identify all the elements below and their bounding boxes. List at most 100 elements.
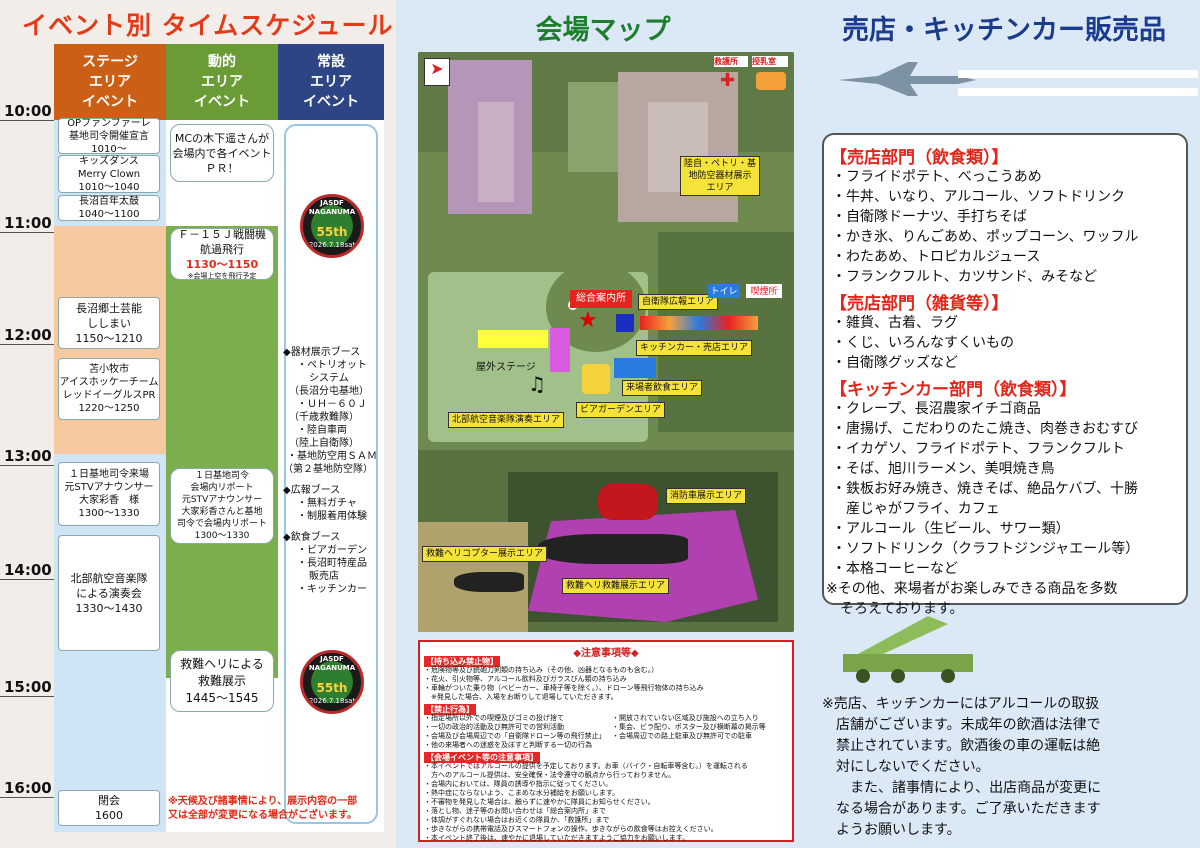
permanent-header-text: 常設 エリア イベント [303, 54, 359, 110]
time-tick [0, 344, 54, 345]
band-area-label: 北部航空音楽隊演奏エリア [448, 412, 565, 428]
perm-item: システム [309, 373, 349, 384]
schedule-panel: イベント別 タイムスケジュール ステージ エリア イベント 動的 エリア イベン… [0, 0, 398, 848]
event-time: 1010～1040 [78, 181, 140, 193]
dynamic-event-rescue: 救難ヘリによる 救難展示 1445～1545 [170, 650, 274, 712]
sale-item: ・クレープ、長沼農家イチゴ商品 [832, 401, 1041, 417]
event-line: 大家彩香さんと基地 [181, 507, 263, 517]
event-time: 1150～1210 [75, 331, 143, 345]
note-line: ・会場周辺での路上駐車及び無許可での駐車 [612, 732, 752, 740]
map-building [478, 102, 514, 202]
logo-inner [311, 205, 353, 247]
sale-item: ・ソフトドリンク（クラフトジンジャエール等） [832, 541, 1140, 557]
event-line: アイスホッケーチーム [59, 377, 159, 388]
event-time: 1445～1545 [185, 690, 259, 705]
sale-item: ・くじ、いろんなすくいもの [832, 335, 1014, 351]
sale-item: ・そば、旭川ラーメン、美唄焼き鳥 [832, 461, 1055, 477]
notice-line: ※売店、キッチンカーにはアルコールの取扱 [822, 696, 1100, 712]
event-line: 司令で会場内リポート [176, 519, 267, 529]
sale-item: ・アルコール（生ビール、サワー類） [832, 521, 1070, 537]
dynamic-event-report: １日基地司令 会場内リポート 元STVアナウンサー 大家彩香さんと基地 司令で会… [170, 468, 274, 544]
sale-item: ・鉄板お好み焼き、焼きそば、絶品ケバブ、十勝 [832, 481, 1139, 497]
section-heading: 【売店部門（雑貨等）】 [830, 294, 1009, 314]
note-line: ・危険物等及び銃砲刀剣類の持ち込み（その他、凶器となるものも含む。） [424, 666, 659, 674]
stage-event-opening: OPファンファーレ 基地司令開催宣言 1010～ [58, 117, 160, 155]
event-line: OPファンファーレ [67, 117, 151, 129]
event-line: による演奏会 [76, 586, 142, 600]
time-tick [0, 232, 54, 233]
event-line: ＰＲ！ [205, 161, 239, 175]
note-line: ・会場及び会場周辺での「自衛隊ドローン等の飛行禁止」 [424, 732, 606, 740]
event-time: 1600 [95, 809, 123, 822]
event-note: ※会場上空を飛行予定 [187, 272, 257, 280]
stage-event-commander: １日基地司令来場 元STVアナウンサー 大家彩香 様 1300～1330 [58, 462, 160, 526]
stage-marker [478, 330, 548, 348]
stall-row [640, 316, 758, 330]
event-line: キッズダンス [79, 155, 139, 167]
event-line: 航過飛行 [200, 243, 244, 256]
first-aid-label: 救護所 [714, 56, 748, 67]
note-line: ・花火、引火物等、アルコール飲料及びガラスびん類の持ち込み [424, 675, 627, 683]
event-line: Ｆ－１５Ｊ戦闘機 [178, 228, 266, 241]
perm-item: （陸上自衛隊） [289, 438, 359, 449]
sale-item: ・自衛隊グッズなど [832, 355, 958, 371]
time-tick [0, 579, 54, 580]
note-line: ・車輪がついた乗り物（ベビーカー、車椅子等を除く。）、ドローン等飛行物体の持ち込… [424, 684, 704, 692]
note-line: ・熱中症にならないよう、こまめな水分補給をお願いします。 [424, 789, 620, 797]
event-line: 救難ヘリによる [180, 656, 264, 671]
stage-event-band: 北部航空音楽隊 による演奏会 1330～1430 [58, 535, 160, 651]
smoking-label: 喫煙所 [746, 284, 782, 298]
event-line: 基地司令開催宣言 [69, 130, 149, 142]
event-time: 1130～1150 [185, 258, 259, 271]
logo-number: 55th [316, 225, 348, 239]
note-line: ・歩きながらの携帯電話及びスマートフォンの操作、歩きながらの飲食等はお控えくださ… [424, 825, 718, 833]
stage-event-taiko: 長沼百年太鼓 1040～1100 [58, 195, 160, 221]
notice-line: なる場合があります。ご了承いただきます [822, 801, 1101, 817]
sale-item: ・牛丼、いなり、アルコール、ソフトドリンク [832, 189, 1126, 205]
event-line: レッドイーグルスPR [62, 390, 156, 401]
event-time: 1010～ [91, 143, 127, 155]
note-line: ・本イベントではアルコールの提供を予定しております。お車（バイク・自転車等含む。… [424, 762, 748, 770]
dynamic-header-text: 動的 エリア イベント [194, 54, 250, 110]
perm-item: （千歳救難隊） [289, 412, 359, 423]
dynamic-event-f15: Ｆ－１５Ｊ戦闘機 航過飛行 1130～1150 ※会場上空を飛行予定 [170, 228, 274, 280]
time-tick [0, 696, 54, 697]
sale-item: 産じゃがフライ、カフェ [832, 501, 1000, 517]
sale-item: ・フライドポテト、べっこうあめ [832, 169, 1042, 185]
sales-panel: 売店・キッチンカー販売品 【売店部門（飲食類）】 ・フライドポテト、べっこうあめ… [808, 0, 1200, 848]
logo-mid-text: NAGANUMA [308, 664, 356, 672]
time-label: 11:00 [4, 214, 52, 232]
sale-item: ・かき氷、りんごあめ、ポップコーン、ワッフル [832, 229, 1139, 245]
permanent-area-header: 常設 エリア イベント [278, 44, 384, 120]
note-line: ※発見した場合、入場をお断りして退場していただきます。 [424, 693, 618, 701]
time-label: 12:00 [4, 326, 52, 344]
event-time: 1040～1100 [78, 209, 140, 220]
time-tick [0, 120, 54, 121]
nursing-icon [756, 72, 786, 90]
missile-launcher-icon [838, 614, 988, 684]
event-line: １日基地司令来場 [69, 469, 149, 480]
venue-map[interactable]: ➤ 救護所 授乳室 ✚ 陸自・ペトリ・基 地防空器材展示 エリア 総合案内所 自… [418, 52, 794, 632]
dynamic-column-bg [166, 226, 278, 678]
event-line: 長沼郷土芸能 [76, 301, 142, 315]
event-line: 元STVアナウンサー [64, 482, 154, 493]
notes-heading: 【持ち込み禁止物】 [424, 656, 500, 667]
logo-date: 2026.7.18sat [308, 697, 356, 705]
perm-item: （第２基地防空隊） [283, 464, 373, 475]
note-line: ・開放されていない区域及び施設への立ち入り [612, 714, 759, 722]
music-icon: ♫ [528, 372, 546, 396]
note-line: ・本イベント終了後は、速やかに退場していただきますようご協力をお願いします。 [424, 834, 690, 842]
time-label: 10:00 [4, 102, 52, 120]
beer-icon [582, 364, 610, 394]
logo-inner [311, 661, 353, 703]
dynamic-area-header: 動的 エリア イベント [166, 44, 278, 120]
note-line: ・不審物を発見した場合は、触らずに速やかに隊員にお知らせください。 [424, 798, 655, 806]
info-center-label: 総合案内所 [570, 290, 632, 308]
kitchen-area-label: キッチンカー・売店エリア [636, 340, 753, 356]
event-line: 北部航空音楽隊 [70, 571, 148, 585]
helicopter [454, 572, 524, 592]
sale-item: ・自衛隊ドーナツ、手打ちそば [832, 209, 1027, 225]
event-line: MCの木下遥さんが [174, 131, 270, 145]
event-line: 苫小牧市 [89, 364, 129, 375]
perm-item: 販売店 [309, 571, 339, 582]
